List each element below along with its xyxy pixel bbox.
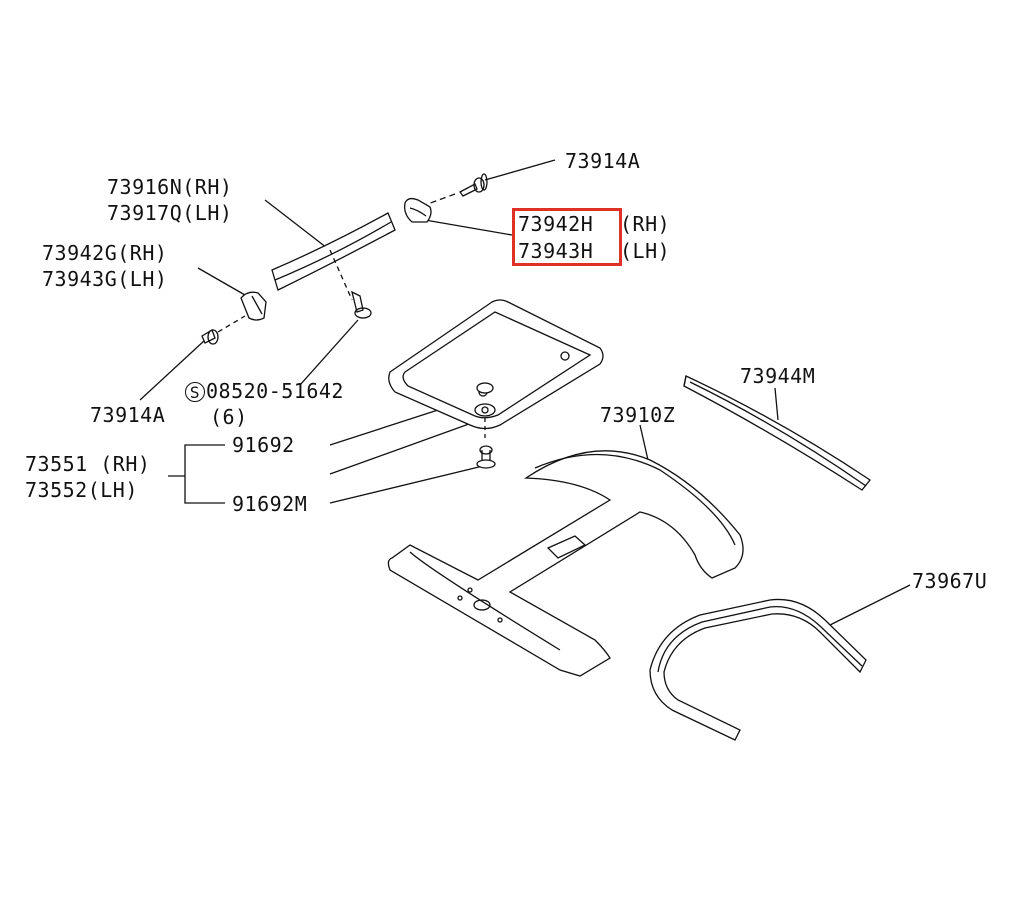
strip-73916n <box>271 212 396 301</box>
label-73551: 73551 (RH) <box>25 452 151 476</box>
label-08520-qty: (6) <box>210 405 248 429</box>
label-73942h: 73942H <box>518 212 594 236</box>
label-73943g: 73943G(LH) <box>42 267 168 291</box>
sunroof-frame <box>388 299 604 430</box>
label-73914a-left: 73914A <box>90 403 166 427</box>
label-73943h: 73943H <box>518 239 594 263</box>
screw-73914a-top <box>459 173 488 197</box>
label-08520-number: 08520-51642 <box>206 379 344 403</box>
highlight-box <box>512 208 622 266</box>
clip-91692 <box>474 382 496 469</box>
label-73914a-top: 73914A <box>565 149 641 173</box>
label-73910z: 73910Z <box>600 403 676 427</box>
label-73942g: 73942G(RH) <box>42 241 168 265</box>
screw-08520 <box>351 290 372 319</box>
label-73943h-side: (LH) <box>620 239 671 263</box>
label-91692m: 91692M <box>232 492 308 516</box>
label-91692: 91692 <box>232 433 295 457</box>
cap-73942g <box>240 291 267 321</box>
frame-73967u <box>649 598 867 741</box>
label-73916n: 73916N(RH) <box>107 175 233 199</box>
rail-73944m <box>683 375 871 491</box>
roof-reinforcement-73910z <box>387 450 744 677</box>
dash-top <box>424 193 456 206</box>
label-73944m: 73944M <box>740 364 816 388</box>
cap-73942h <box>404 197 432 223</box>
standard-part-symbol: S <box>185 382 205 402</box>
label-73917q: 73917Q(LH) <box>107 201 233 225</box>
leader-lines <box>139 159 911 626</box>
screw-73914a-left <box>201 315 246 345</box>
label-73967u: 73967U <box>912 569 988 593</box>
label-73552: 73552(LH) <box>25 478 138 502</box>
label-73942h-side: (RH) <box>620 212 671 236</box>
